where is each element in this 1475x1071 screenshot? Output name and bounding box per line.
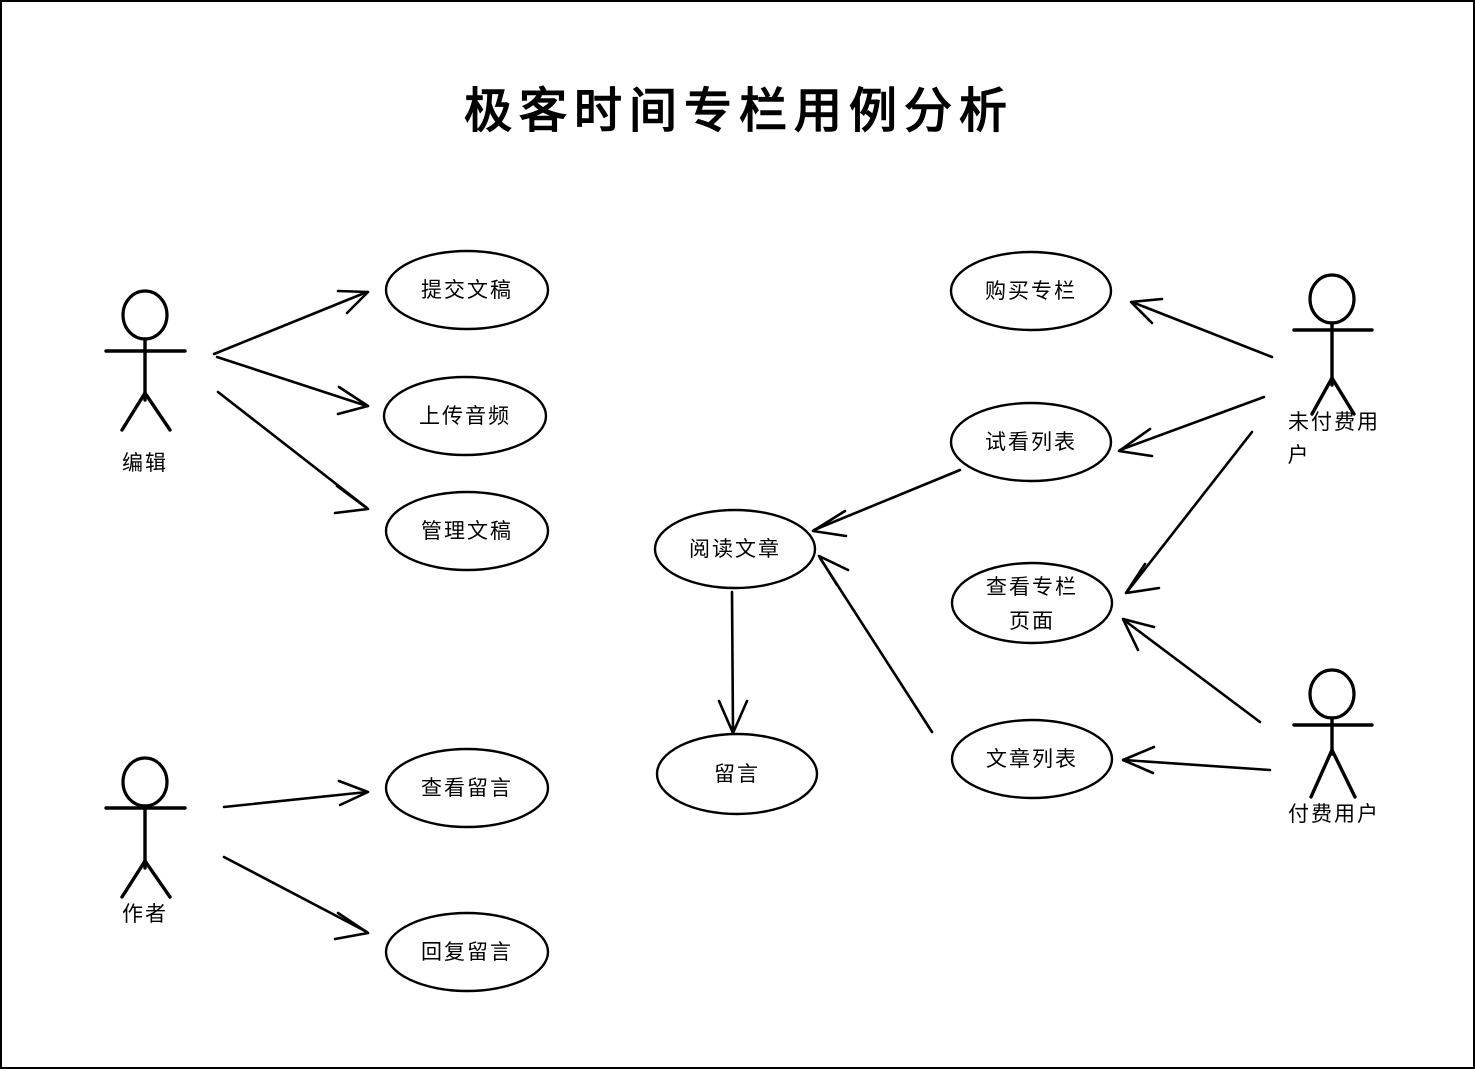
actor-leg-right [143,391,172,432]
association-line [818,556,934,734]
actor-head-icon [1308,668,1356,720]
arrow-head-icon [1121,745,1156,775]
relation-unpaid-user-column-page [1124,430,1254,595]
use-case-label: 试看列表 [985,430,1077,454]
arrow-head-icon [1117,427,1154,458]
use-case-ellipse[interactable] [950,718,1114,800]
use-case-ellipse[interactable] [655,732,819,816]
relation-author-view-comment [222,779,370,809]
use-case-label-line2: 页面 [1009,609,1055,633]
relation-unpaid-user-buy-column [1129,297,1274,359]
use-case-upload-audio[interactable]: 上传音频 [382,375,548,457]
use-case-submit-draft[interactable]: 提交文稿 [384,249,550,331]
relation-paid-user-article-list [1121,745,1272,775]
arrow-head-icon [817,554,850,587]
actors-layer: 编辑 作者 未付费用 户 [104,273,1381,926]
arrow-head-icon [1124,562,1161,595]
actor-head-icon [1308,273,1356,325]
arrow-head-icon [333,911,370,941]
relation-unpaid-user-preview-list [1117,395,1266,458]
use-case-buy-column[interactable]: 购买专栏 [949,250,1113,332]
use-case-label: 上传音频 [419,404,511,428]
association-line [222,855,369,934]
actor-paid-user[interactable]: 付费用户 [1288,668,1380,826]
use-case-label: 阅读文章 [689,537,781,561]
arrow-head-icon [1121,617,1156,652]
relation-paid-user-column-page [1121,617,1262,724]
use-case-label-line1: 查看专栏 [986,575,1078,599]
use-case-label: 提交文稿 [421,278,513,302]
actor-label: 付费用户 [1288,802,1380,826]
relation-editor-upload-audio [215,355,370,416]
use-case-ellipse[interactable] [384,490,550,572]
use-case-read-article[interactable]: 阅读文章 [653,508,817,590]
arrow-head-icon [336,289,370,315]
use-cases-layer: 提交文稿 上传音频 管理文稿 查看留言 回复留言 阅读文章 [382,249,1114,993]
arrow-head-icon [336,385,370,416]
use-case-ellipse[interactable] [949,401,1113,483]
association-line [212,290,369,356]
use-case-ellipse[interactable] [950,561,1114,645]
page-title: 极客时间专栏用例分析 [464,83,1014,139]
use-case-label: 回复留言 [421,940,513,964]
use-case-article-list[interactable]: 文章列表 [950,718,1114,800]
actor-unpaid-user[interactable]: 未付费用 户 [1288,273,1381,467]
actor-head-icon [121,756,169,808]
arrow-head-icon [1129,297,1164,325]
use-case-label: 查看留言 [421,776,513,800]
actor-head-icon [121,289,169,341]
association-line [1130,300,1274,359]
association-line [222,790,369,809]
actor-label: 编辑 [122,451,168,475]
use-case-label: 管理文稿 [421,519,513,543]
arrow-head-icon [811,509,848,538]
use-case-column-page[interactable]: 查看专栏 页面 [950,561,1114,645]
use-case-ellipse[interactable] [653,508,817,590]
use-case-leave-message[interactable]: 留言 [655,732,819,816]
association-line [730,590,735,734]
association-line [812,468,962,532]
actor-leg-right [1330,376,1356,416]
use-case-reply-comment[interactable]: 回复留言 [384,911,550,993]
actor-label: 作者 [122,902,168,926]
arrow-head-icon [337,779,370,807]
actor-leg-left [1310,376,1334,416]
association-line [215,355,369,408]
use-case-label: 购买专栏 [985,279,1077,303]
actor-leg-left [120,391,147,432]
relations-layer [212,289,1274,941]
relation-preview-list-read-article [811,468,962,538]
actor-label-line1: 未付费用 [1288,410,1380,434]
arrow-head-icon [333,484,370,515]
use-case-ellipse[interactable] [382,375,548,457]
relation-editor-manage-draft [216,390,370,515]
use-case-ellipse[interactable] [949,250,1113,332]
association-line [1122,618,1262,724]
relation-author-reply-comment [222,855,370,941]
use-case-ellipse[interactable] [384,911,550,993]
use-case-preview-list[interactable]: 试看列表 [949,401,1113,483]
association-line [1118,395,1266,452]
relation-editor-submit-draft [212,289,370,356]
association-line [1122,758,1272,772]
use-case-manage-draft[interactable]: 管理文稿 [384,490,550,572]
use-case-ellipse[interactable] [384,747,550,829]
actor-label-line2: 户 [1288,443,1311,467]
actor-leg-left [1309,748,1334,799]
use-case-label: 留言 [714,762,760,786]
actor-editor[interactable]: 编辑 [104,289,187,475]
actor-author[interactable]: 作者 [104,756,187,926]
use-case-ellipse[interactable] [384,249,550,331]
association-line [1125,430,1254,594]
actor-leg-left [120,859,147,899]
relation-read-article-leave-message [717,590,749,735]
use-case-label: 文章列表 [986,747,1078,771]
actor-leg-right [1330,748,1357,799]
actor-leg-right [143,859,172,899]
use-case-view-comment[interactable]: 查看留言 [384,747,550,829]
relation-article-list-read-article [817,554,934,734]
